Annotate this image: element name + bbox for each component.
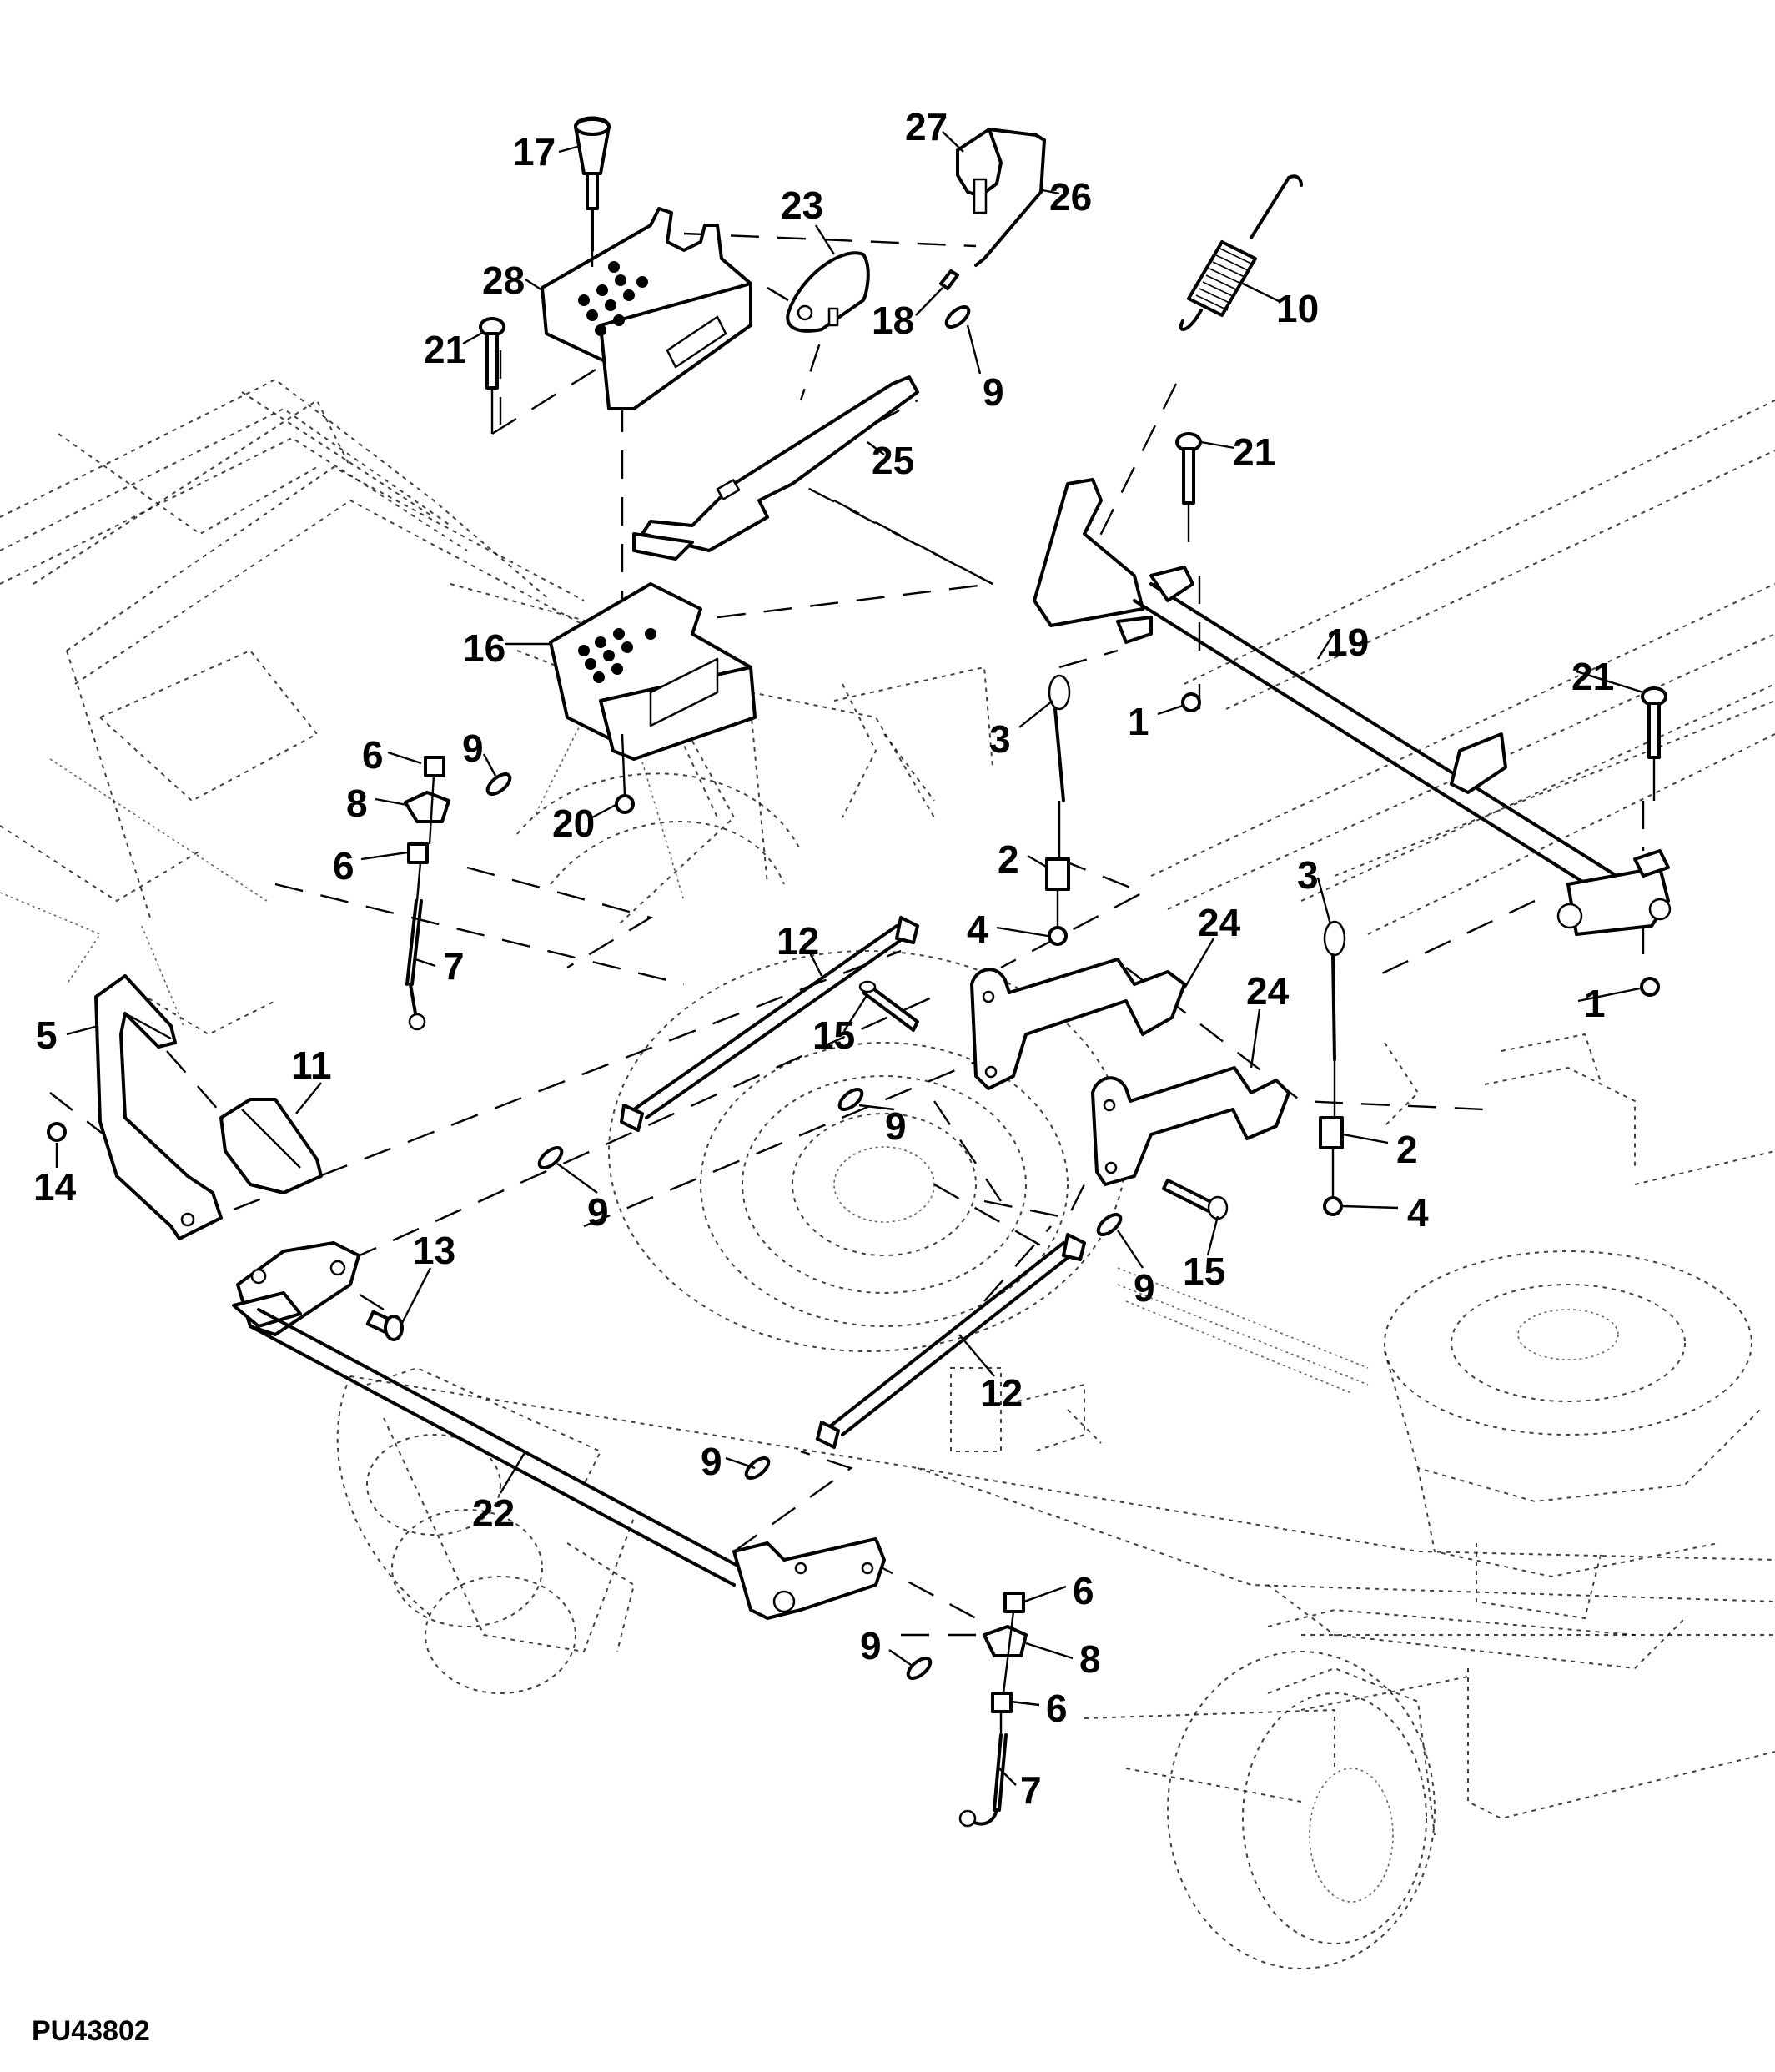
callout-23: 23 [781,184,823,227]
callout-10: 10 [1276,287,1319,330]
callout-28: 28 [482,259,525,302]
callout-20: 20 [552,802,595,845]
callout-9-f: 9 [701,1440,722,1483]
callout-16: 16 [463,626,505,670]
callout-7-b: 7 [1020,1768,1042,1812]
callout-8-b: 8 [1079,1637,1101,1681]
part-latch [956,128,1003,214]
callout-24-a: 24 [1198,901,1241,944]
callout-9-d: 9 [587,1190,609,1234]
callout-2-b: 2 [1396,1128,1418,1171]
callout-1-a: 1 [1128,700,1149,743]
callout-15-b: 15 [1183,1250,1225,1293]
callout-3-a: 3 [989,717,1011,761]
callout-1-b: 1 [1584,982,1606,1025]
part-bracket-upper [541,207,752,410]
part-spring [1179,174,1303,331]
callout-21-b: 21 [1233,430,1275,474]
callout-11: 11 [291,1044,332,1087]
callout-15-a: 15 [812,1013,855,1057]
callout-26: 26 [1049,175,1092,219]
part-rockshaft-front [232,1241,886,1620]
callout-9-b: 9 [462,727,484,770]
callout-9-e: 9 [1134,1266,1155,1310]
callout-24-b: 24 [1246,969,1290,1013]
callout-4-b: 4 [1407,1191,1429,1235]
part-swivel-assembly-right [958,1592,1028,1828]
part-arm-24 [970,958,1290,1186]
callout-6-d: 6 [1046,1687,1068,1730]
callout-21-c: 21 [1571,655,1614,698]
part-clip [485,305,1123,1680]
callout-9-a: 9 [983,370,1004,414]
callout-27: 27 [905,105,948,148]
part-rockshaft-rear [1033,478,1672,936]
callout-6-a: 6 [362,733,384,777]
part-knob [574,116,611,252]
part-spacer [1045,857,1344,1149]
part-rod-26 [974,128,1047,267]
callout-19: 19 [1326,621,1369,664]
callout-7-a: 7 [443,944,465,988]
part-bracket-lower [549,582,757,761]
callout-14: 14 [33,1165,77,1209]
callout-17: 17 [513,130,556,174]
callout-3-b: 3 [1297,853,1319,897]
callout-4-a: 4 [967,908,988,951]
callout-6-b: 6 [333,844,354,888]
callout-8-a: 8 [346,782,368,825]
callout-21-a: 21 [424,328,466,371]
part-lever [632,375,919,561]
callout-2-a: 2 [998,837,1019,881]
callout-9-g: 9 [860,1624,882,1667]
callout-12-a: 12 [777,919,819,963]
part-swivel-assembly-left [404,756,450,1031]
callout-5: 5 [36,1013,58,1057]
part-link-3 [1048,674,1346,1061]
callout-25: 25 [872,439,914,482]
callout-13: 13 [413,1229,455,1272]
part-pin-21 [479,317,1667,759]
part-pin-13 [365,1310,404,1341]
callout-18: 18 [872,299,914,342]
callout-22: 22 [472,1491,515,1535]
callout-labels: 17 27 26 23 28 18 21 10 9 25 21 19 16 1 … [33,105,1614,1812]
part-lift-link-12 [620,916,1086,1449]
part-pin-18 [939,269,959,290]
callout-6-c: 6 [1073,1569,1094,1612]
leader-lines [55,131,1656,1786]
callout-9-c: 9 [885,1104,907,1148]
part-cam-plate [767,251,870,333]
part-pedal [94,974,223,1240]
part-pin-15 [858,980,1229,1220]
part-pedal-pad [219,1098,323,1194]
callout-12-b: 12 [980,1371,1023,1415]
figure-id: PU43802 [32,2015,150,2047]
